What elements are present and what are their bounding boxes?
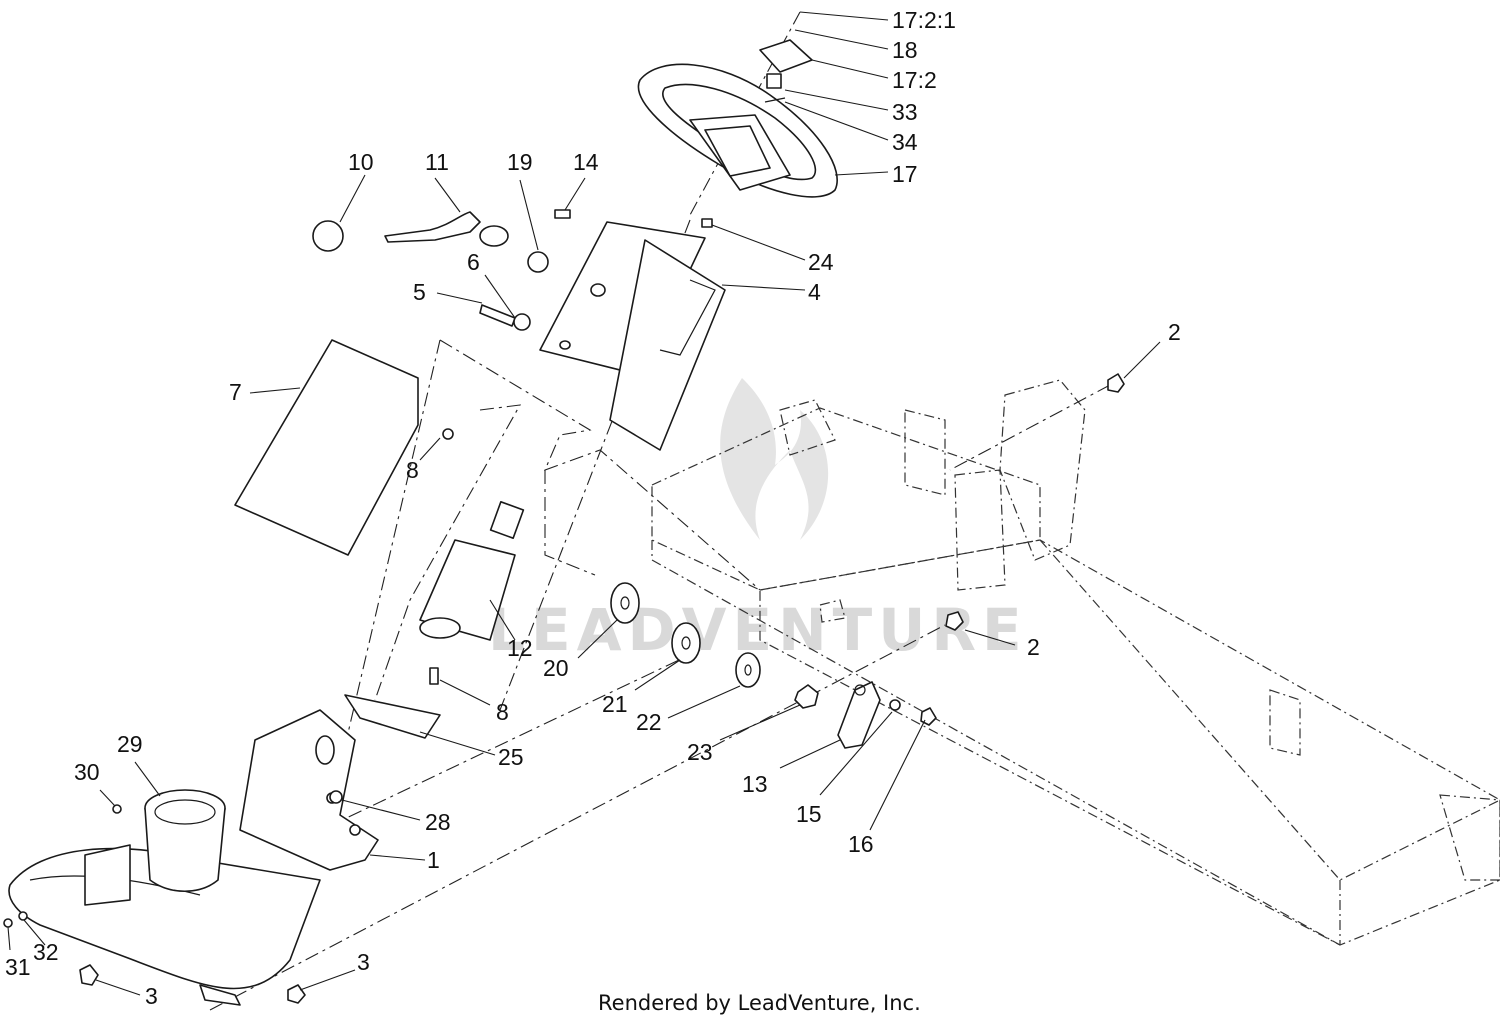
callout-5: 5 bbox=[413, 279, 426, 305]
callout-11: 11 bbox=[425, 149, 449, 175]
watermark-text: LEADVENTURE bbox=[488, 596, 1028, 664]
callout-10: 10 bbox=[348, 149, 374, 175]
callout-1: 1 bbox=[427, 847, 440, 873]
cup-holder bbox=[144, 789, 226, 892]
callout-28: 28 bbox=[425, 809, 451, 835]
callout-24: 24 bbox=[808, 249, 834, 275]
frame-assembly bbox=[651, 379, 1500, 946]
pedestal-bracket bbox=[239, 694, 441, 871]
callout-2-top: 2 bbox=[1168, 319, 1181, 345]
foot-tube bbox=[8, 844, 321, 1006]
callout-13: 13 bbox=[742, 771, 768, 797]
callout-4: 4 bbox=[808, 279, 821, 305]
callout-19: 19 bbox=[507, 149, 533, 175]
callout-3-right: 3 bbox=[357, 949, 370, 975]
side-cover bbox=[234, 339, 454, 556]
watermark-flame-logo bbox=[720, 378, 829, 540]
callout-30: 30 bbox=[74, 759, 100, 785]
callout-15: 15 bbox=[796, 801, 822, 827]
watermark: LEADVENTURE bbox=[488, 378, 1028, 664]
callout-32: 32 bbox=[33, 939, 59, 965]
callout-7: 7 bbox=[229, 379, 242, 405]
pitman-arm bbox=[837, 681, 937, 749]
callout-20: 20 bbox=[543, 655, 569, 681]
callout-17: 17 bbox=[892, 161, 918, 187]
callout-6: 6 bbox=[467, 249, 480, 275]
callout-12: 12 bbox=[507, 635, 533, 661]
callout-18: 18 bbox=[892, 37, 918, 63]
steering-wheel bbox=[637, 63, 838, 198]
callout-29: 29 bbox=[117, 731, 143, 757]
callouts: 17:2:1 18 17:2 33 34 17 10 11 19 14 24 4… bbox=[5, 7, 1181, 1009]
callout-17-2-1: 17:2:1 bbox=[892, 7, 956, 33]
callout-25: 25 bbox=[498, 744, 524, 770]
steering-cap bbox=[759, 39, 813, 103]
leader-lines bbox=[7, 11, 1161, 996]
callout-8-upper: 8 bbox=[406, 457, 419, 483]
callout-23: 23 bbox=[687, 739, 713, 765]
callout-22: 22 bbox=[636, 709, 662, 735]
callout-31: 31 bbox=[5, 954, 31, 980]
washers bbox=[610, 373, 1125, 709]
callout-14: 14 bbox=[573, 149, 599, 175]
callout-3-left: 3 bbox=[145, 983, 158, 1009]
throttle-lever bbox=[312, 209, 571, 331]
callout-21: 21 bbox=[602, 691, 628, 717]
steering-unit bbox=[419, 501, 525, 641]
callout-33: 33 bbox=[892, 99, 918, 125]
callout-34: 34 bbox=[892, 129, 918, 155]
footer-credit: Rendered by LeadVenture, Inc. bbox=[598, 991, 921, 1015]
callout-2-mid: 2 bbox=[1027, 634, 1040, 660]
control-panel bbox=[539, 221, 726, 451]
callout-16: 16 bbox=[848, 831, 874, 857]
callout-8-lower: 8 bbox=[496, 699, 509, 725]
callout-17-2: 17:2 bbox=[892, 67, 937, 93]
